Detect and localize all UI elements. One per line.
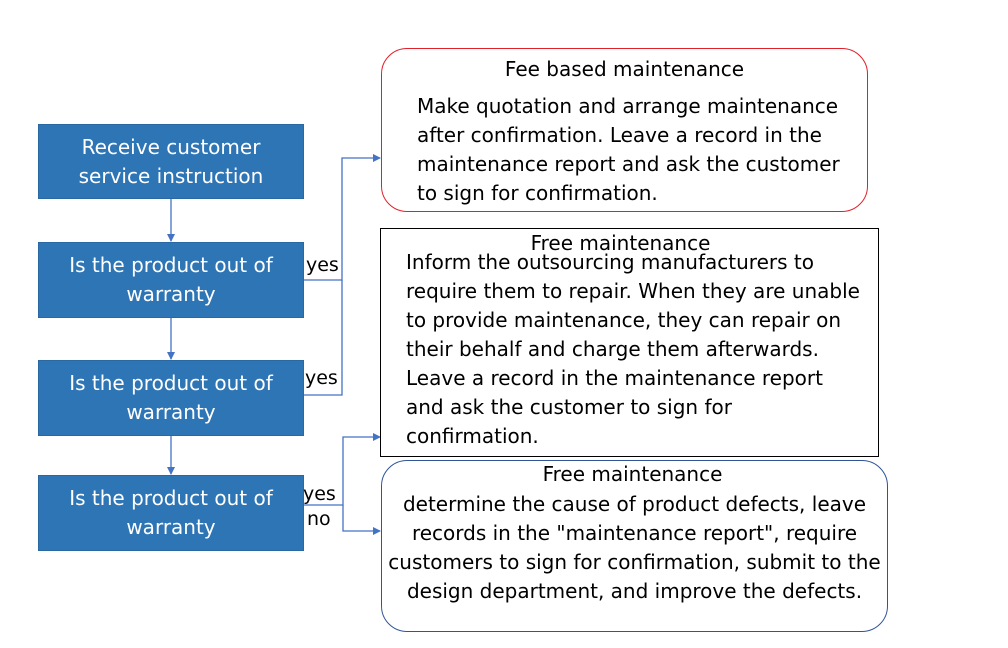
- no-label-3: no: [307, 508, 331, 530]
- free-maintenance-design-title: Free maintenance: [542, 462, 723, 486]
- start-node-label: Receive customer service instruction: [78, 134, 264, 188]
- arrow-decision-1-yes-to-fee: [304, 154, 381, 281]
- fee-based-maintenance-body: Make quotation and arrange maintenance a…: [417, 94, 840, 205]
- decision-node-1: Is the product out of warranty: [38, 242, 304, 318]
- free-maintenance-design-body: determine the cause of product defects, …: [388, 492, 881, 603]
- arrow-decision-2-yes-to-fee: [304, 280, 343, 396]
- yes-label-1: yes: [306, 254, 339, 276]
- decision-node-2-label: Is the product out of warranty: [69, 371, 273, 424]
- free-maintenance-design-box: Free maintenance determine the cause of …: [381, 460, 888, 632]
- decision-node-3: Is the product out of warranty: [38, 475, 304, 551]
- yes-label-2: yes: [305, 367, 338, 389]
- decision-node-2: Is the product out of warranty: [38, 360, 304, 436]
- fee-based-maintenance-box: Fee based maintenance Make quotation and…: [381, 48, 868, 212]
- decision-node-1-label: Is the product out of warranty: [69, 253, 273, 306]
- yes-label-3: yes: [303, 483, 336, 505]
- free-maintenance-outsourced-body: Inform the outsourcing manufacturers to …: [406, 250, 860, 448]
- free-maintenance-outsourced-box: Free maintenance Inform the outsourcing …: [380, 228, 879, 457]
- start-node: Receive customer service instruction: [38, 124, 304, 199]
- fee-based-maintenance-title: Fee based maintenance: [504, 57, 745, 81]
- arrow-decision-3-yes-to-free-outsourced: [304, 433, 381, 506]
- free-maintenance-outsourced-title: Free maintenance: [530, 231, 711, 255]
- decision-node-3-label: Is the product out of warranty: [69, 486, 273, 539]
- arrow-decision-3-no-to-free-design: [342, 505, 381, 535]
